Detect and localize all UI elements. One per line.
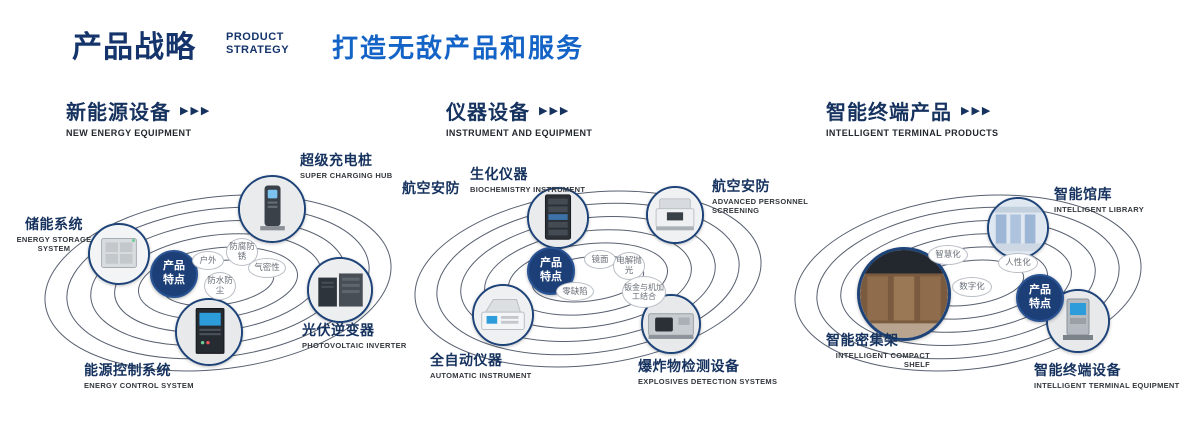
- feature-bubble: 户外: [192, 251, 224, 270]
- feature-bubble: 电解抛光: [613, 252, 645, 280]
- feature-bubble: 镜面: [584, 250, 616, 269]
- product-label-terminal-equipment: 智能终端设备 INTELLIGENT TERMINAL EQUIPMENT: [1034, 360, 1194, 390]
- product-node-energy-control: [175, 298, 243, 366]
- triple-arrow-icon: ▶▶▶: [180, 105, 212, 117]
- product-label-energy-control: 能源控制系统 ENERGY CONTROL SYSTEM: [84, 360, 224, 390]
- pv-inverter-icon: [309, 259, 371, 321]
- product-name-en: ADVANCED PERSONNEL SCREENING: [712, 197, 808, 215]
- explosives-detection-icon: [643, 296, 699, 352]
- feature-badge: 产品特点: [150, 250, 198, 298]
- product-node-personnel-screening: [646, 186, 704, 244]
- product-name: 全自动仪器: [430, 352, 503, 368]
- product-node-charging-hub: [238, 175, 306, 243]
- feature-bubble: 智慧化: [928, 245, 968, 265]
- feature-bubble: 钣金与机加工结合: [622, 276, 666, 308]
- slogan: 打造无敌产品和服务: [332, 33, 585, 63]
- product-name: 超级充电桩: [300, 152, 373, 168]
- product-name-en: ENERGY STORAGE SYSTEM: [16, 235, 92, 253]
- product-name-en: AUTOMATIC INSTRUMENT: [430, 371, 532, 380]
- product-label-energy-storage: 储能系统 ENERGY STORAGE SYSTEM: [10, 214, 98, 253]
- product-node-automatic-instrument: [472, 284, 534, 346]
- product-node-explosives-detection: [641, 294, 701, 354]
- product-name: 光伏逆变器: [302, 322, 375, 338]
- product-name: 智能终端设备: [1034, 362, 1121, 378]
- product-name: 爆炸物检测设备: [638, 358, 740, 374]
- product-name-en: INTELLIGENT TERMINAL EQUIPMENT: [1034, 381, 1180, 390]
- product-label-biochemistry: 生化仪器 BIOCHEMISTRY INSTRUMENT: [470, 164, 590, 194]
- product-label-charging-hub: 超级充电桩 SUPER CHARGING HUB: [300, 150, 420, 180]
- product-node-energy-storage: [88, 223, 150, 285]
- triple-arrow-icon: ▶▶▶: [539, 105, 571, 117]
- biochemistry-icon: [529, 189, 587, 247]
- section-title: 仪器设备: [446, 102, 530, 124]
- product-name: 储能系统: [25, 216, 83, 232]
- page-title: 产品战略: [72, 31, 196, 64]
- feature-badge: 产品特点: [1016, 274, 1064, 322]
- section-header-instrument: 仪器设备 ▶▶▶ INSTRUMENT AND EQUIPMENT: [446, 96, 592, 138]
- product-name-en: INTELLIGENT COMPACT SHELF: [835, 351, 930, 369]
- triple-arrow-icon: ▶▶▶: [961, 105, 993, 117]
- energy-control-icon: [177, 300, 241, 364]
- feature-bubble: 气密性: [248, 258, 286, 278]
- section-header-intelligent-terminal: 智能终端产品 ▶▶▶ INTELLIGENT TERMINAL PRODUCTS: [826, 96, 998, 138]
- product-name-en: BIOCHEMISTRY INSTRUMENT: [470, 185, 586, 194]
- product-label-compact-shelf: 智能密集架 INTELLIGENT COMPACT SHELF: [826, 330, 930, 369]
- product-name: 生化仪器: [470, 166, 528, 182]
- section-header-new-energy: 新能源设备 ▶▶▶ NEW ENERGY EQUIPMENT: [66, 96, 211, 138]
- product-name: 能源控制系统: [84, 362, 171, 378]
- side-label-aviation-security: 航空安防: [402, 180, 460, 196]
- personnel-screening-icon: [648, 188, 702, 242]
- product-label-intelligent-library: 智能馆库 INTELLIGENT LIBRARY: [1054, 184, 1174, 214]
- product-name-en: INTELLIGENT LIBRARY: [1054, 205, 1145, 214]
- feature-bubble: 人性化: [998, 253, 1038, 273]
- section-subtitle: INTELLIGENT TERMINAL PRODUCTS: [826, 128, 999, 138]
- feature-bubble: 数字化: [952, 277, 992, 297]
- intelligent-library-icon: [989, 199, 1047, 257]
- section-title: 智能终端产品: [826, 102, 952, 124]
- product-label-explosives-detection: 爆炸物检测设备 EXPLOSIVES DETECTION SYSTEMS: [638, 356, 798, 386]
- charging-hub-icon: [240, 177, 304, 241]
- product-label-automatic-instrument: 全自动仪器 AUTOMATIC INSTRUMENT: [430, 350, 550, 380]
- page-title-en: PRODUCT STRATEGY: [226, 31, 290, 57]
- compact-shelf-icon: [860, 250, 948, 338]
- product-name-en: ENERGY CONTROL SYSTEM: [84, 381, 194, 390]
- product-node-biochemistry: [527, 187, 589, 249]
- automatic-instrument-icon: [474, 286, 532, 344]
- product-name-en: EXPLOSIVES DETECTION SYSTEMS: [638, 377, 778, 386]
- product-name-en: PHOTOVOLTAIC INVERTER: [302, 341, 407, 350]
- terminal-equipment-icon: [1048, 291, 1108, 351]
- feature-bubble: 零缺陷: [556, 282, 594, 301]
- energy-storage-icon: [90, 225, 148, 283]
- product-name-en: SUPER CHARGING HUB: [300, 171, 393, 180]
- product-label-pv-inverter: 光伏逆变器 PHOTOVOLTAIC INVERTER: [302, 320, 432, 350]
- product-name: 智能馆库: [1054, 186, 1112, 202]
- product-name: 智能密集架: [826, 332, 899, 348]
- section-subtitle: NEW ENERGY EQUIPMENT: [66, 128, 192, 138]
- product-node-intelligent-library: [987, 197, 1049, 259]
- product-name: 航空安防: [712, 178, 770, 194]
- feature-bubble: 防水防尘: [204, 272, 236, 300]
- section-title: 新能源设备: [66, 102, 171, 124]
- product-label-personnel-screening: 航空安防 ADVANCED PERSONNEL SCREENING: [712, 176, 814, 215]
- product-node-pv-inverter: [307, 257, 373, 323]
- section-subtitle: INSTRUMENT AND EQUIPMENT: [446, 128, 593, 138]
